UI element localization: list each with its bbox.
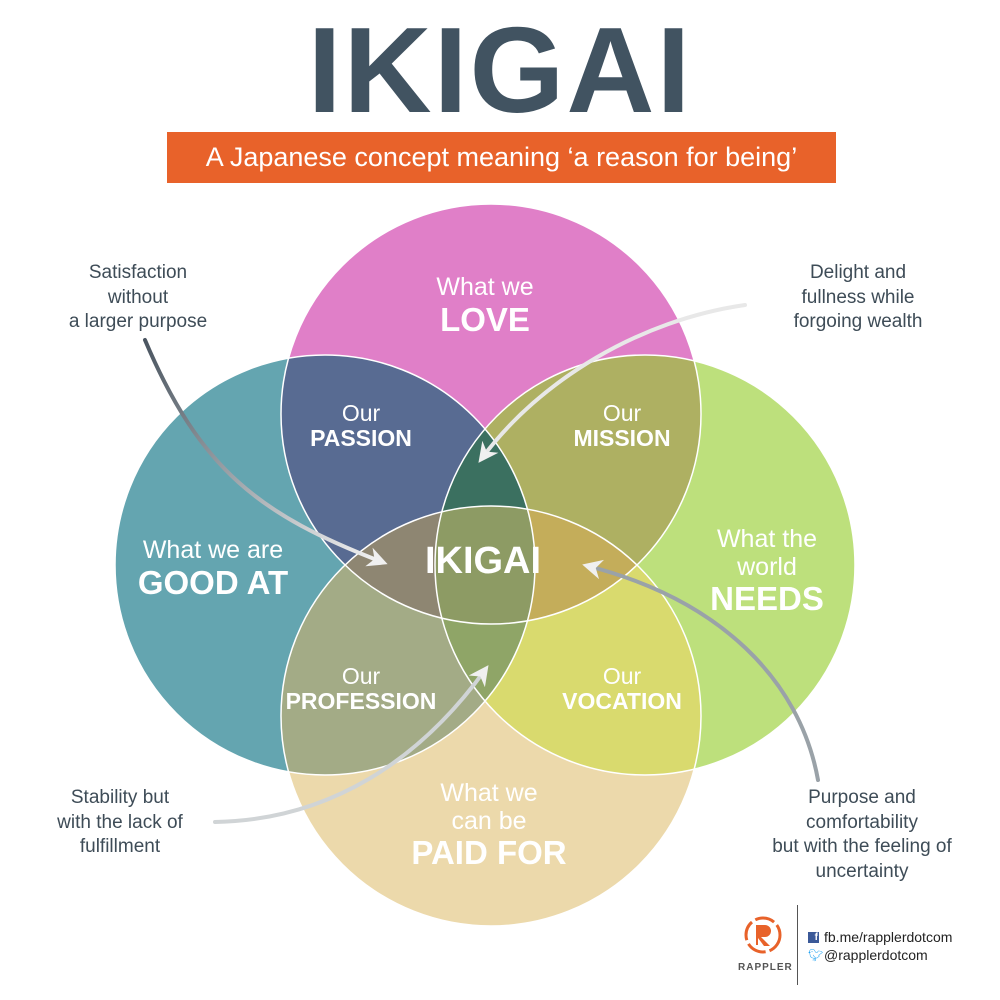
label-ikigai-center: IKIGAI	[424, 540, 542, 582]
rappler-r-icon	[744, 916, 782, 954]
facebook-icon: f	[808, 931, 819, 943]
label-mission: Our MISSION	[573, 400, 671, 452]
label-vocation: Our VOCATION	[562, 663, 682, 715]
arrow-bottom-right	[582, 559, 820, 782]
label-love: What we LOVE	[436, 273, 534, 338]
label-paid-for: What we can be PAID FOR	[411, 779, 567, 871]
note-top-right: Delight and fullness while forgoing weal…	[793, 262, 923, 332]
label-good-at: What we are GOOD AT	[137, 536, 289, 601]
label-passion: Our PASSION	[310, 400, 412, 452]
arrow-top-left	[143, 338, 388, 567]
arrow-top-right	[478, 303, 747, 463]
label-profession: Our PROFESSION	[285, 663, 437, 715]
twitter-icon: 🐦︎	[808, 948, 824, 962]
note-bottom-left: Stability but with the lack of fulfillme…	[57, 787, 183, 857]
subtitle-banner: A Japanese concept meaning ‘a reason for…	[167, 132, 836, 183]
rappler-logo: RAPPLER	[738, 915, 792, 973]
twitter-link[interactable]: 🐦︎@rapplerdotcom	[808, 947, 928, 963]
page-title: IKIGAI	[307, 2, 693, 138]
note-bottom-right: Purpose and comfortability but with the …	[772, 787, 952, 882]
note-top-left: Satisfaction without a larger purpose	[68, 262, 208, 332]
label-world-needs: What the world NEEDS	[710, 525, 824, 617]
arrow-bottom-left	[213, 665, 489, 824]
footer-divider	[797, 905, 798, 985]
